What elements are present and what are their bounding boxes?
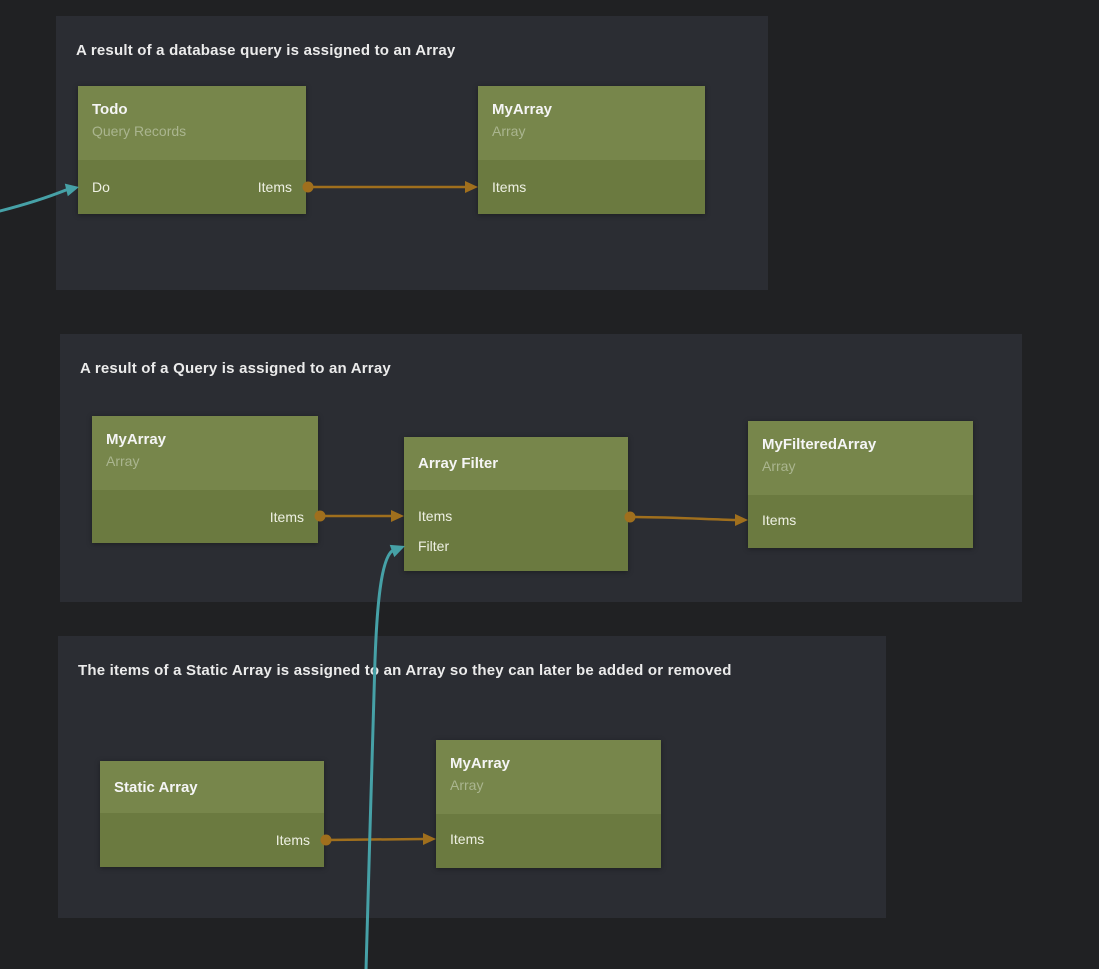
port-items-input[interactable]: Items — [492, 179, 527, 195]
node-title: MyArray — [492, 101, 553, 118]
port-do-input[interactable]: Do — [92, 179, 110, 195]
group-panel-title: The items of a Static Array is assigned … — [78, 662, 732, 679]
node-header: Todo Query Records — [78, 86, 306, 160]
node-title: Todo — [92, 101, 128, 118]
node-myarray-middle[interactable]: MyArray Array Items — [92, 416, 318, 543]
node-ports: Do Items — [78, 160, 306, 214]
node-subtitle: Array — [492, 123, 526, 139]
node-array-filter[interactable]: Array Filter Items Filter — [404, 437, 628, 571]
node-ports: Items — [100, 813, 324, 867]
node-title: MyArray — [450, 755, 511, 772]
node-header: MyArray Array — [478, 86, 705, 160]
node-ports: Items — [748, 495, 973, 548]
node-header: Static Array — [100, 761, 324, 813]
group-panel-title: A result of a database query is assigned… — [76, 42, 456, 59]
node-myarray-top[interactable]: MyArray Array Items — [478, 86, 705, 214]
port-items-output[interactable]: Items — [275, 832, 310, 848]
node-header: MyArray Array — [436, 740, 661, 814]
node-todo-query-records[interactable]: Todo Query Records Do Items — [78, 86, 306, 214]
group-panel-title: A result of a Query is assigned to an Ar… — [80, 360, 391, 377]
node-title: Static Array — [114, 779, 198, 796]
node-title: MyArray — [106, 431, 167, 448]
port-items-input[interactable]: Items — [450, 831, 485, 847]
port-items-output[interactable]: Items — [269, 509, 304, 525]
port-filter-input[interactable]: Filter — [418, 538, 450, 554]
port-items-input[interactable]: Items — [418, 508, 453, 524]
node-subtitle: Array — [762, 458, 796, 474]
node-ports: Items — [478, 160, 705, 214]
node-static-array[interactable]: Static Array Items — [100, 761, 324, 867]
node-title: MyFilteredArray — [762, 436, 877, 453]
node-subtitle: Array — [106, 453, 140, 469]
port-items-input[interactable]: Items — [762, 512, 797, 528]
node-myarray-bottom[interactable]: MyArray Array Items — [436, 740, 661, 868]
node-header: Array Filter — [404, 437, 628, 490]
node-myfilteredarray[interactable]: MyFilteredArray Array Items — [748, 421, 973, 548]
node-ports: Items — [92, 490, 318, 543]
node-header: MyFilteredArray Array — [748, 421, 973, 495]
node-header: MyArray Array — [92, 416, 318, 490]
port-items-output[interactable]: Items — [257, 179, 292, 195]
node-ports: Items — [436, 814, 661, 868]
node-ports: Items Filter — [404, 490, 628, 571]
node-title: Array Filter — [418, 455, 499, 472]
node-subtitle: Array — [450, 777, 484, 793]
node-subtitle: Query Records — [92, 123, 187, 139]
